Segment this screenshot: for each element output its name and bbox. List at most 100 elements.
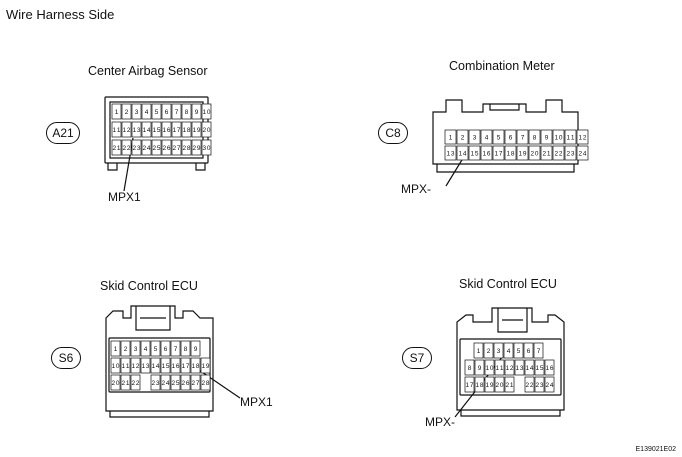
leader-line-a21 (123, 137, 134, 192)
pin-cell-c8-2 (456, 129, 469, 145)
pin-number: 24 (143, 145, 151, 152)
pin-number: 21 (506, 382, 514, 389)
pin-number: 8 (468, 365, 472, 372)
terminal-label-a21: MPX1 (108, 190, 141, 204)
pin-cell-s7-6 (523, 342, 534, 359)
pin-cell-s6-25 (170, 374, 181, 391)
pin-number: 7 (537, 348, 541, 355)
connector-title-s6: Skid Control ECU (100, 279, 198, 293)
pin-cell-a21-26 (161, 139, 172, 156)
pin-number: 29 (193, 145, 201, 152)
pin-cell-c8-8 (528, 129, 541, 145)
pin-number: 4 (144, 346, 148, 353)
pin-number: 24 (162, 380, 170, 387)
pin-cell-a21-29 (191, 139, 202, 156)
pin-number: 21 (543, 150, 551, 157)
terminal-label-s7: MPX- (425, 415, 455, 429)
pin-cell-a21-24 (141, 139, 152, 156)
pin-number: 10 (203, 109, 211, 116)
pin-number: 22 (526, 382, 534, 389)
pin-cell-s7-3 (493, 342, 504, 359)
pin-cell-s7-9 (474, 359, 485, 376)
pin-cell-s7-21 (504, 376, 515, 393)
pin-number: 14 (143, 127, 151, 134)
pin-number: 8 (533, 134, 537, 141)
pin-cell-c8-1 (444, 129, 457, 145)
pin-cell-s7-24 (544, 376, 555, 393)
pin-cell-a21-3 (131, 103, 142, 120)
pin-cell-s6-8 (180, 340, 191, 357)
pin-number: 15 (536, 365, 544, 372)
pin-number: 19 (519, 150, 527, 157)
pin-cell-s6-20 (110, 374, 121, 391)
pin-cell-s7-16 (544, 359, 555, 376)
connector-title-s7: Skid Control ECU (459, 277, 557, 291)
figure-code: E139021E02 (635, 446, 676, 453)
pin-cell-a21-22 (121, 139, 132, 156)
page-title: Wire Harness Side (6, 7, 115, 22)
pin-cell-a21-4 (141, 103, 152, 120)
pin-cell-s6-6 (160, 340, 171, 357)
pin-cell-a21-8 (181, 103, 192, 120)
pin-cell-s6-3 (130, 340, 141, 357)
pin-number: 18 (476, 382, 484, 389)
pin-cell-s6-4 (140, 340, 151, 357)
pin-number: 8 (185, 109, 189, 116)
pin-cell-s6-10 (110, 357, 121, 374)
pin-cell-s6-19 (200, 357, 211, 374)
pin-number: 20 (112, 380, 120, 387)
pin-cell-s7-13 (514, 359, 525, 376)
pin-cell-s6-27 (190, 374, 201, 391)
pin-cell-a21-15 (151, 121, 162, 138)
pin-cell-c8-7 (516, 129, 529, 145)
pin-number: 17 (466, 382, 474, 389)
pin-cell-s7-18 (474, 376, 485, 393)
pin-number: 17 (182, 363, 190, 370)
pin-number: 1 (449, 134, 453, 141)
pin-cell-a21-18 (181, 121, 192, 138)
pin-cell-c8-22 (552, 145, 565, 161)
pin-number: 4 (485, 134, 489, 141)
pin-number: 19 (486, 382, 494, 389)
pin-cell-s7-5 (513, 342, 524, 359)
pin-number: 3 (473, 134, 477, 141)
pin-number: 13 (142, 363, 150, 370)
pin-number: 28 (183, 145, 191, 152)
pin-cell-s6-23 (150, 374, 161, 391)
pin-cell-c8-13 (444, 145, 457, 161)
pin-number: 11 (113, 127, 121, 134)
pin-number: 11 (567, 134, 575, 141)
pin-cell-c8-11 (564, 129, 577, 145)
connector-title-a21: Center Airbag Sensor (88, 64, 208, 78)
pin-number: 16 (483, 150, 491, 157)
pin-number: 22 (123, 145, 131, 152)
pin-cell-s6-18 (190, 357, 201, 374)
pin-number: 15 (162, 363, 170, 370)
pin-cell-c8-19 (516, 145, 529, 161)
pin-number: 11 (122, 363, 130, 370)
pin-number: 5 (154, 346, 158, 353)
terminal-label-c8: MPX- (401, 182, 431, 196)
pin-number: 17 (173, 127, 181, 134)
pin-cell-s6-5 (150, 340, 161, 357)
pin-cell-s6-13 (140, 357, 151, 374)
pin-number: 26 (182, 380, 190, 387)
pin-cell-s7-14 (524, 359, 535, 376)
pin-cell-s6-1 (110, 340, 121, 357)
pin-cell-a21-23 (131, 139, 142, 156)
pin-cell-s7-15 (534, 359, 545, 376)
pin-number: 17 (495, 150, 503, 157)
pin-number: 3 (497, 348, 501, 355)
pin-cell-a21-13 (131, 121, 142, 138)
pin-cell-s7-4 (503, 342, 514, 359)
pin-cell-c8-18 (504, 145, 517, 161)
pin-number: 12 (132, 363, 140, 370)
pin-cell-a21-16 (161, 121, 172, 138)
pin-number: 9 (478, 365, 482, 372)
pin-number: 9 (195, 109, 199, 116)
pin-number: 11 (496, 365, 504, 372)
pin-number: 12 (506, 365, 514, 372)
pin-number: 7 (521, 134, 525, 141)
pin-cell-s7-2 (483, 342, 494, 359)
